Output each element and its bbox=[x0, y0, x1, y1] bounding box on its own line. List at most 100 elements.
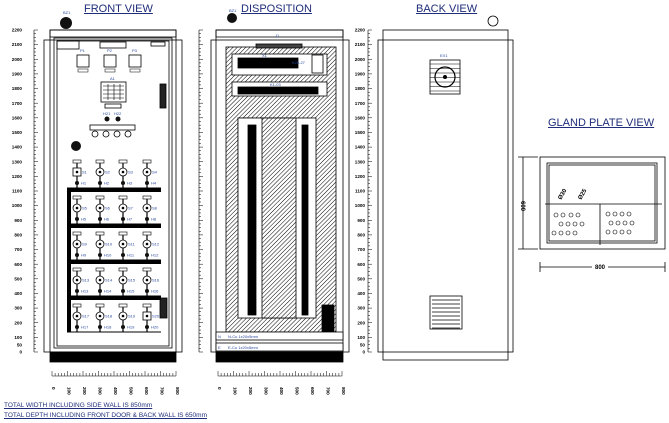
indicator-lamp-icon bbox=[98, 325, 102, 329]
horizontal-scale-label: 500 bbox=[295, 387, 300, 395]
vertical-scale-label: 500 bbox=[14, 276, 22, 281]
switch-label: S7 bbox=[128, 206, 134, 211]
lamp-label: H18 bbox=[104, 325, 112, 330]
disposition-cabinet bbox=[210, 29, 350, 363]
cable-gland-hole bbox=[560, 212, 566, 218]
switch-nameplate bbox=[72, 231, 82, 236]
vertical-scale-label: 800 bbox=[14, 233, 22, 238]
switch-knob bbox=[75, 314, 79, 318]
lamp-label: H15 bbox=[127, 289, 135, 294]
cable-gland-hole bbox=[565, 230, 571, 236]
pushbutton-icon bbox=[124, 130, 132, 138]
vertical-scale-label: 700 bbox=[14, 247, 22, 252]
horizontal-scale-label: 300 bbox=[264, 387, 269, 395]
lamp-label: H19 bbox=[127, 325, 135, 330]
indicator-lamp-icon bbox=[145, 217, 149, 221]
indicator-lamp-icon bbox=[121, 253, 125, 257]
mounting-rail bbox=[67, 224, 161, 228]
meter-label: P1 bbox=[80, 48, 86, 53]
back-cabinet bbox=[377, 15, 514, 361]
switch-knob bbox=[121, 314, 125, 318]
cable-gland-hole bbox=[622, 220, 628, 226]
switch-knob bbox=[145, 278, 149, 282]
vertical-scale-label: 1800 bbox=[355, 86, 366, 91]
vertical-scale-label: 1200 bbox=[12, 174, 23, 179]
cable-gland-hole bbox=[605, 229, 611, 235]
panel-meter bbox=[76, 54, 90, 68]
vertical-scale-label: 400 bbox=[357, 291, 365, 296]
horizontal-scale-label: 800 bbox=[175, 387, 180, 395]
switch-label: S1 bbox=[82, 170, 88, 175]
lamp-label: H11 bbox=[127, 253, 135, 258]
total-depth-note: TOTAL DEPTH INCLUDING FRONT DOOR & BACK … bbox=[4, 412, 207, 419]
neutral-busbar-label: N-Cu 1x20x5mm bbox=[228, 334, 259, 339]
vertical-scale-label: 600 bbox=[357, 262, 365, 267]
vertical-scale-label: 700 bbox=[357, 247, 365, 252]
indicator-lamp-icon bbox=[145, 289, 149, 293]
switch-nameplate bbox=[95, 303, 105, 308]
vertical-scale-label: 200 bbox=[357, 320, 365, 325]
lamp-label: H3 bbox=[127, 181, 133, 186]
vertical-scale-label: 2200 bbox=[355, 28, 366, 33]
mounting-rail bbox=[67, 260, 161, 264]
meter-nameplate bbox=[129, 68, 141, 73]
vertical-scale-label: 50 bbox=[360, 342, 366, 347]
switch-knob bbox=[75, 278, 79, 282]
switch-label: S4 bbox=[152, 170, 158, 175]
switch-label: S8 bbox=[152, 206, 158, 211]
switch-label: S12 bbox=[152, 242, 160, 247]
vertical-scale-label: 400 bbox=[14, 291, 22, 296]
switch-nameplate bbox=[142, 303, 152, 308]
vertical-scale-label: 1500 bbox=[12, 130, 23, 135]
vertical-scale-label: 1600 bbox=[355, 115, 366, 120]
pushbutton-icon bbox=[91, 130, 99, 138]
cable-gland-hole bbox=[553, 212, 559, 218]
vertical-scale-label: 1400 bbox=[355, 145, 366, 150]
vertical-scale-label: 100 bbox=[14, 335, 22, 340]
horizontal-scale-label: 100 bbox=[233, 387, 238, 395]
lamp-label: H1 bbox=[81, 181, 87, 186]
indicator-lamp-icon bbox=[75, 289, 79, 293]
indicator-lamp-icon bbox=[145, 181, 149, 185]
indicator-label: H22 bbox=[114, 111, 122, 116]
meter-nameplate bbox=[77, 68, 89, 73]
mounting-rail bbox=[67, 296, 161, 300]
meter-label: P3 bbox=[132, 48, 138, 53]
vertical-scale-label: 1300 bbox=[12, 159, 23, 164]
cable-gland-hole bbox=[568, 212, 574, 218]
horizontal-scale-label: 400 bbox=[279, 387, 284, 395]
lamp-label: H2 bbox=[104, 181, 110, 186]
vertical-scale-label: 1500 bbox=[355, 130, 366, 135]
lamp-label: H13 bbox=[81, 289, 89, 294]
switch-label: S18 bbox=[105, 314, 113, 319]
vertical-scale-label: 50 bbox=[17, 342, 23, 347]
cable-gland-hole bbox=[615, 220, 621, 226]
front-view-title: FRONT VIEW bbox=[84, 3, 153, 15]
indicator-lamp-icon bbox=[75, 325, 79, 329]
horizontal-scale-label: 200 bbox=[82, 387, 87, 395]
pushbutton-icon bbox=[113, 130, 121, 138]
vertical-scale-label: 1600 bbox=[12, 115, 23, 120]
switch-knob bbox=[145, 314, 149, 318]
indicator-lamp-icon bbox=[121, 181, 125, 185]
switch-knob bbox=[98, 206, 102, 210]
switch-label: S14 bbox=[105, 278, 113, 283]
gland-plate-title: GLAND PLATE VIEW bbox=[548, 117, 655, 129]
horizontal-scale-label: 500 bbox=[129, 387, 134, 395]
switch-nameplate bbox=[118, 159, 128, 164]
horizontal-scale-label: 300 bbox=[98, 387, 103, 395]
switch-label: S11 bbox=[128, 242, 136, 247]
vertical-scale-label: 2000 bbox=[12, 57, 23, 62]
horizontal-scale-label: 200 bbox=[248, 387, 253, 395]
switch-label: S16 bbox=[152, 278, 160, 283]
switch-nameplate bbox=[118, 231, 128, 236]
horizontal-scale-label: 600 bbox=[310, 387, 315, 395]
gland-plate bbox=[518, 156, 666, 272]
meter-nameplate bbox=[104, 68, 116, 73]
hole-diameter-label: Ø25 bbox=[578, 188, 589, 201]
cable-gland-hole bbox=[572, 230, 578, 236]
beacon-icon bbox=[227, 13, 237, 23]
horizontal-scale-label: 800 bbox=[341, 387, 346, 395]
cable-gland-hole bbox=[551, 230, 557, 236]
